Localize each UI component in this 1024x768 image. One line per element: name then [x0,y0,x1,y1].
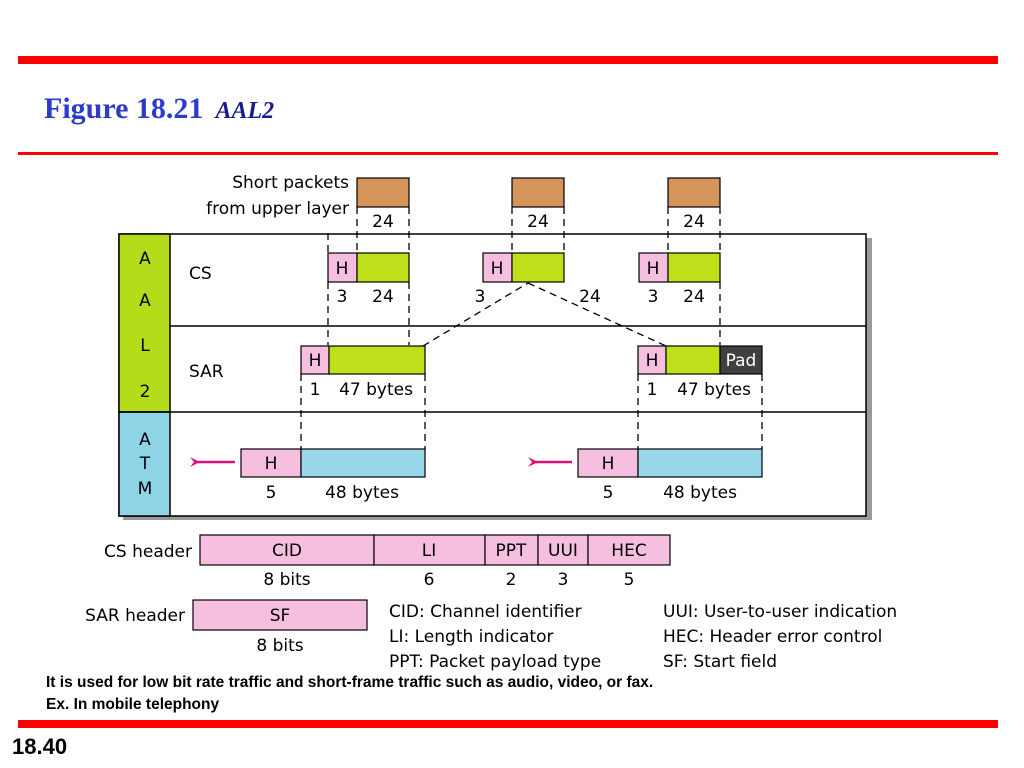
cs-field-cid-label: CID [272,541,302,561]
slide-title: Figure 18.21 AAL2 [44,92,274,126]
cs-header-field-ppt [484,534,539,566]
upper-packet-2-size: 24 [527,212,549,232]
cs-field-hec-size: 5 [624,570,635,590]
atm-letter-t: T [139,454,151,474]
atm-header-1-h: H [265,454,278,474]
cs-field-uui-size: 3 [558,570,569,590]
top-rule-thin [18,152,998,155]
dashed-guides [300,207,763,449]
sar-field-sf-size: 8 bits [256,636,303,656]
sar-header-2-h: H [646,351,659,371]
legend-li: LI: Length indicator [389,627,554,647]
atm-letter-a: A [139,430,151,450]
legend-sf: SF: Start field [663,652,777,672]
cs-payload-3 [667,252,721,283]
cs-label: CS [189,264,212,284]
cs-header-3 [638,252,669,283]
upper-packet-3 [667,177,721,208]
cs-payload-2 [511,252,565,283]
sar-pad [719,345,763,375]
aal-letter-a1: A [139,249,151,269]
atm-payload-1 [300,448,426,478]
bottom-rule [18,720,998,728]
atm-header-2-h: H [602,454,615,474]
cs-payload-size-2: 24 [579,287,601,307]
cs-header-label: CS header [104,542,192,562]
cs-payload-size-3: 24 [683,287,705,307]
cs-header-field-li [373,534,486,566]
figure-name: AAL2 [215,98,275,124]
atm-h-size-2: 5 [603,483,614,503]
sar-payload-2 [665,345,721,375]
atm-payload-size-1: 48 bytes [325,483,399,503]
cs-header-2-h: H [491,259,504,279]
cs-field-hec-label: HEC [611,541,646,561]
legend-ppt: PPT: Packet payload type [389,652,601,672]
cs-field-ppt-size: 2 [506,570,517,590]
sar-header-2 [637,345,667,375]
sar-header-1-h: H [309,351,322,371]
sar-header-label: SAR header [85,606,185,626]
atm-header-1 [240,448,302,478]
short-packets-label-line2: from upper layer [206,199,349,219]
aal2-band [118,233,171,413]
legend-cid: CID: Channel identifier [389,602,582,622]
sar-header-field-sf [192,599,368,631]
cs-header-field-hec [587,534,671,566]
cs-h-size-2: 3 [475,287,486,307]
note-line-1: It is used for low bit rate traffic and … [46,674,654,691]
atm-band [118,411,171,517]
sar-payload-size-2: 47 bytes [677,380,751,400]
cs-header-3-h: H [647,259,660,279]
upper-packet-2 [511,177,565,208]
cs-field-uui-label: UUI [548,541,578,561]
cs-h-size-1: 3 [337,287,348,307]
top-rule-thick [18,56,998,64]
atm-h-size-1: 5 [266,483,277,503]
legend-hec: HEC: Header error control [663,627,882,647]
cs-header-1-h: H [336,259,349,279]
legend-uui: UUI: User-to-user indication [663,602,897,622]
upper-packet-1 [356,177,410,208]
upper-packet-3-size: 24 [683,212,705,232]
atm-letter-m: M [138,479,153,499]
sar-payload-1 [328,345,426,375]
cs-h-size-3: 3 [648,287,659,307]
atm-payload-size-2: 48 bytes [663,483,737,503]
sar-field-sf-label: SF [270,606,291,626]
note-line-2: Ex. In mobile telephony [46,696,220,713]
upper-packet-1-size: 24 [372,212,394,232]
sar-h-size-2: 1 [647,380,658,400]
sar-pad-label: Pad [726,351,757,371]
cs-field-ppt-label: PPT [496,541,528,561]
sar-header-1 [300,345,330,375]
sar-label: SAR [189,362,224,382]
sar-h-size-1: 1 [310,380,321,400]
aal-letter-2: 2 [140,382,151,402]
short-packets-label-line1: Short packets [232,173,349,193]
cs-payload-1 [356,252,410,283]
cs-field-cid-size: 8 bits [263,570,310,590]
cs-payload-size-1: 24 [372,287,394,307]
slide-number: 18.40 [12,734,68,759]
sar-payload-size-1: 47 bytes [339,380,413,400]
aal-letter-l: L [140,336,150,356]
aal-letter-a2: A [139,291,151,311]
atm-payload-2 [637,448,763,478]
cs-field-li-label: LI [422,541,437,561]
figure-label: Figure 18.21 [44,92,204,125]
cs-field-li-size: 6 [424,570,435,590]
